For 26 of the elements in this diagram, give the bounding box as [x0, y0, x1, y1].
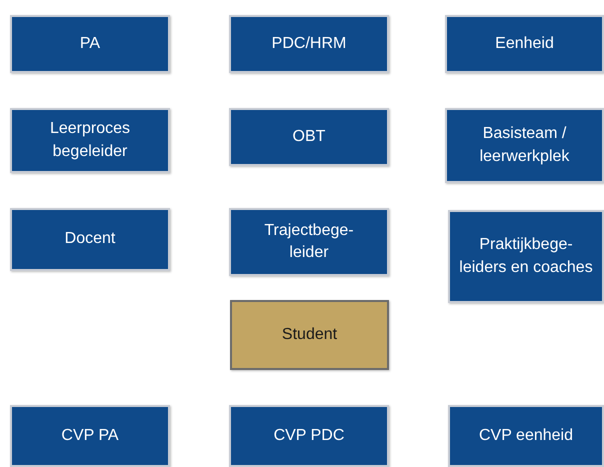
role-box: [10, 108, 170, 173]
box-label: CVP eenheid: [478, 426, 574, 446]
box-label: PDC/HRM: [270, 34, 348, 54]
role-box: [229, 108, 389, 166]
role-box: [445, 15, 604, 73]
box-label: Basisteam / leerwerkplek: [478, 124, 570, 166]
box-label: Student: [280, 324, 338, 345]
role-box: [10, 405, 170, 467]
role-box: [445, 108, 604, 183]
box-label: PA: [78, 34, 102, 54]
box-label: Leerproces begeleider: [48, 119, 132, 162]
box-label: Eenheid: [494, 34, 555, 54]
box-label: Praktijkbege- leiders en coaches: [458, 235, 594, 278]
box-label: OBT: [292, 126, 326, 147]
role-box: [229, 15, 389, 73]
box-label: CVP PDC: [272, 426, 346, 446]
role-box: [229, 208, 389, 276]
role-box: [448, 405, 604, 467]
role-box: [10, 208, 170, 271]
role-box: [448, 210, 604, 303]
box-label: CVP PA: [60, 426, 120, 446]
role-box: [10, 15, 170, 73]
box-label: Docent: [64, 229, 116, 250]
box-label: Trajectbege- leider: [263, 220, 355, 263]
role-box: [229, 405, 389, 467]
highlighted-box: [230, 300, 389, 370]
